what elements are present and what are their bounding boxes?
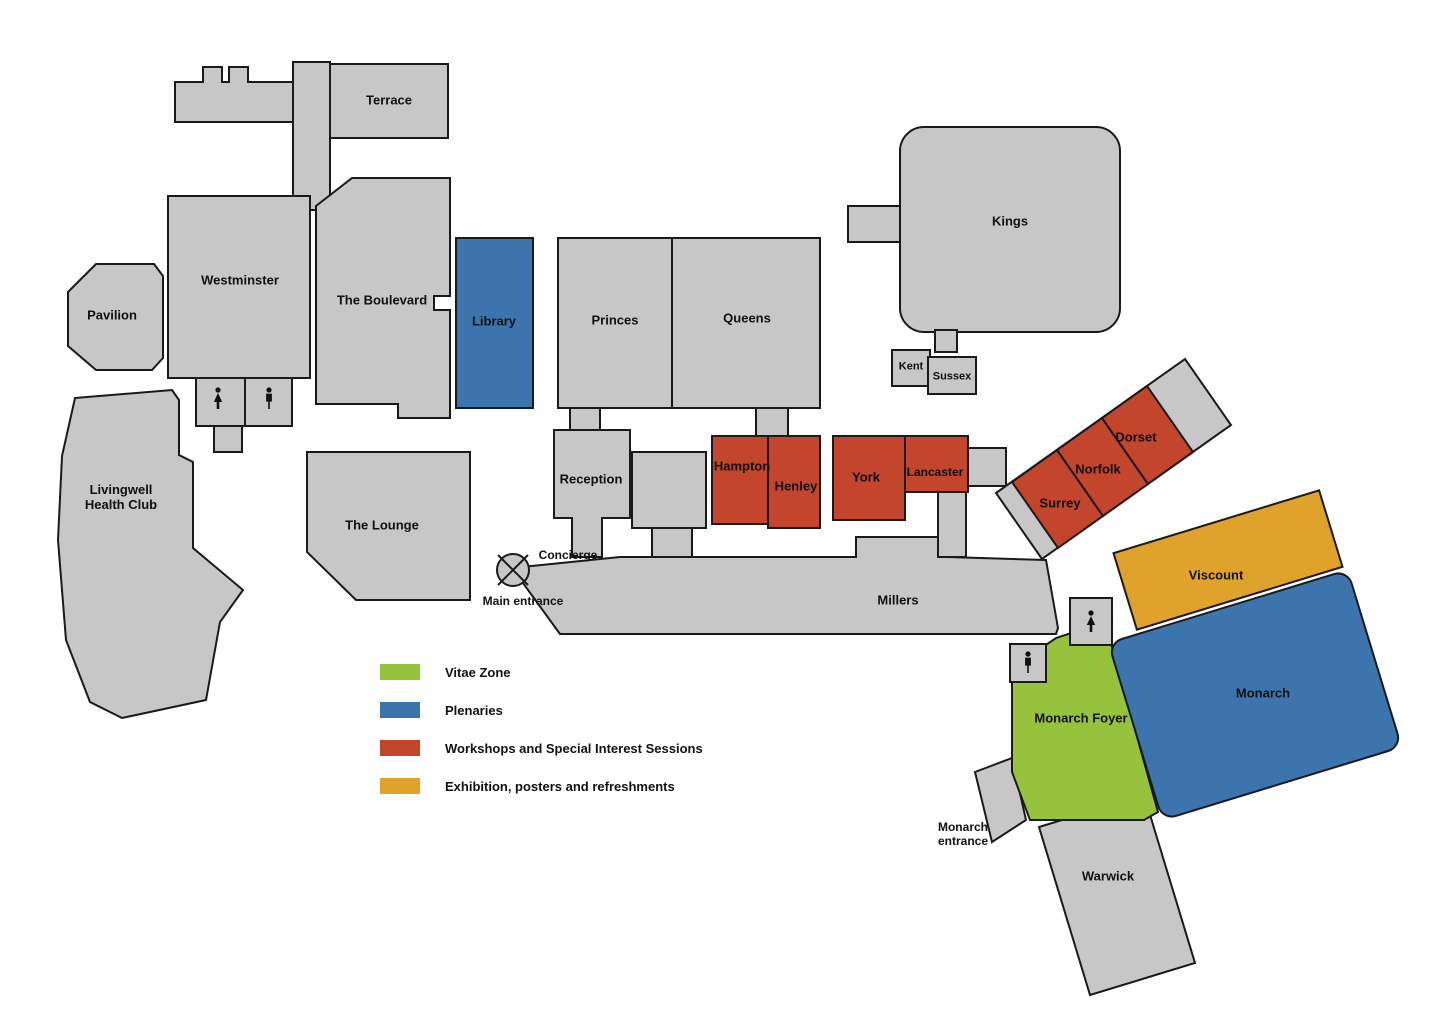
legend-item-label: Plenaries bbox=[445, 702, 503, 718]
room-sussex-shape bbox=[927, 356, 977, 395]
room-henley-shape bbox=[767, 435, 821, 529]
legend-swatch-workshops bbox=[380, 740, 420, 756]
legend-swatch-plenaries bbox=[380, 702, 420, 718]
legend-item-plenaries: Plenaries bbox=[380, 702, 703, 718]
mid-rooms-stub-shape bbox=[651, 527, 693, 559]
room-reception-shape bbox=[553, 429, 631, 558]
room-top-left-block-shape bbox=[174, 66, 294, 123]
room-york-shape bbox=[832, 435, 906, 521]
legend-item-workshops: Workshops and Special Interest Sessions bbox=[380, 740, 703, 756]
stub-princes-shape bbox=[569, 407, 601, 433]
mid-rooms-shape bbox=[631, 451, 707, 529]
room-monarch-shape bbox=[1110, 572, 1400, 818]
room-viscount-shape bbox=[1112, 489, 1344, 631]
room-dorset-shape bbox=[1100, 384, 1195, 486]
room-kings-shape bbox=[899, 126, 1121, 333]
room-hampton-shape bbox=[711, 435, 769, 525]
room-queens-shape bbox=[671, 237, 821, 409]
room-pavilion-shape bbox=[67, 263, 164, 371]
room-westminster-shape bbox=[167, 195, 311, 379]
kings-stem-shape bbox=[847, 205, 903, 243]
legend-item-label: Vitae Zone bbox=[445, 664, 511, 680]
legend-item-label: Exhibition, posters and refreshments bbox=[445, 778, 675, 794]
room-lancaster-shape bbox=[904, 435, 969, 493]
room-terrace-shape bbox=[329, 63, 449, 139]
room-library-shape bbox=[455, 237, 534, 409]
room-lounge-shape bbox=[306, 451, 471, 601]
corridor-north-shape bbox=[292, 61, 331, 211]
legend-item-label: Workshops and Special Interest Sessions bbox=[445, 740, 703, 756]
stub-queens-shape bbox=[755, 407, 789, 437]
monarch-entrance-stub-shape bbox=[973, 756, 1028, 844]
stub-lancaster-shape bbox=[937, 491, 967, 558]
room-livingwell-shape bbox=[56, 388, 245, 720]
room-monarch-foyer-shape bbox=[1011, 620, 1160, 821]
legend-swatch-exhibition bbox=[380, 778, 420, 794]
legend: Vitae Zone Plenaries Workshops and Speci… bbox=[380, 664, 703, 816]
room-warwick-shape bbox=[1037, 793, 1197, 997]
legend-item-exhibition: Exhibition, posters and refreshments bbox=[380, 778, 703, 794]
room-kent-shape bbox=[891, 349, 931, 387]
toilets-stub-shape bbox=[213, 425, 243, 453]
concierge-icon bbox=[496, 553, 530, 587]
room-boulevard-shape bbox=[315, 177, 451, 419]
legend-item-vitae-zone: Vitae Zone bbox=[380, 664, 703, 680]
kings-neck-shape bbox=[934, 329, 958, 353]
room-princes-shape bbox=[557, 237, 673, 409]
wing-connector-shape bbox=[967, 447, 1007, 487]
legend-swatch-vitae-zone bbox=[380, 664, 420, 680]
